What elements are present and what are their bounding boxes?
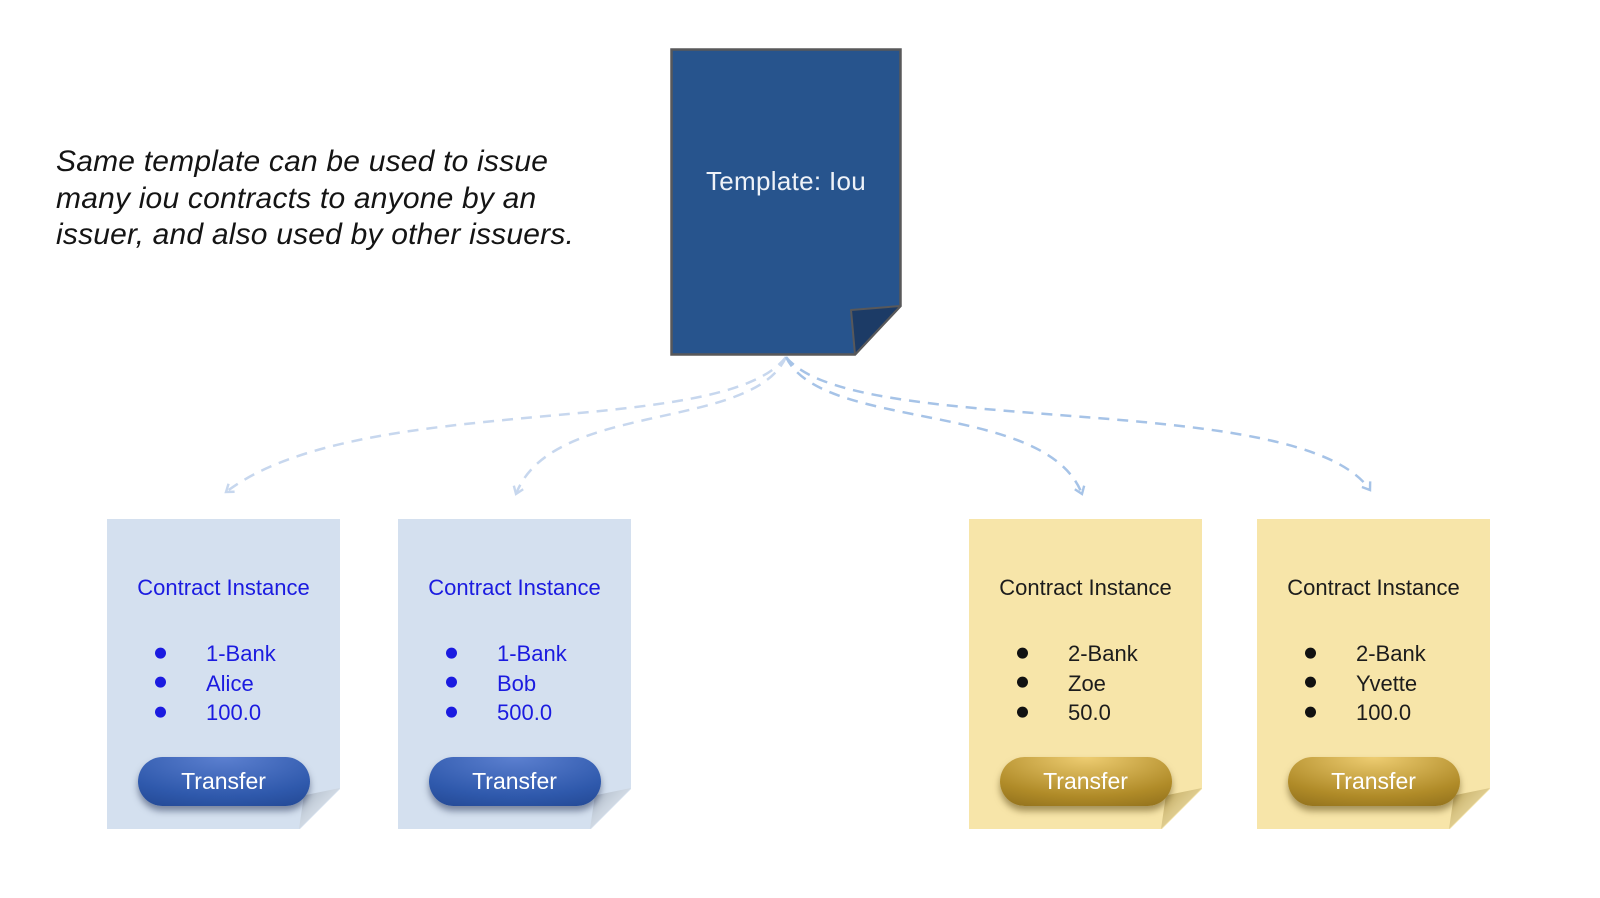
- list-item: 500.0: [398, 698, 631, 728]
- list-item: 2-Bank: [1257, 639, 1490, 669]
- list-item: 100.0: [107, 698, 340, 728]
- bullet-icon: [1017, 706, 1028, 718]
- folded-corner: [850, 305, 902, 356]
- transfer-button[interactable]: Transfer: [1287, 757, 1460, 806]
- list-item: Alice: [107, 669, 340, 699]
- arrow-to-instance-2: [512, 356, 788, 496]
- card-field-list: 1-Bank Bob 500.0: [398, 639, 631, 728]
- arrow-to-instance-3: [784, 356, 1086, 496]
- bullet-icon: [1305, 647, 1316, 659]
- card-field-list: 2-Bank Zoe 50.0: [969, 639, 1202, 728]
- bullet-icon: [446, 647, 457, 659]
- annotation-line: issuer, and also used by other issuers.: [56, 218, 575, 251]
- list-item: 1-Bank: [107, 639, 340, 669]
- document-shape: [670, 48, 902, 356]
- annotation-line: Same template can be used to issue: [56, 145, 549, 178]
- arrow-to-instance-1: [224, 356, 787, 494]
- bullet-icon: [155, 706, 166, 718]
- card-field-list: 1-Bank Alice 100.0: [107, 639, 340, 728]
- bullet-icon: [1305, 706, 1316, 718]
- arrow-to-instance-4: [785, 356, 1372, 492]
- card-field-list: 2-Bank Yvette 100.0: [1257, 639, 1490, 728]
- card-title: Contract Instance: [137, 575, 310, 600]
- contract-instance-card-1: Contract Instance 1-Bank Alice 100.0 Tra…: [107, 519, 340, 829]
- list-item: Bob: [398, 669, 631, 699]
- bullet-icon: [1017, 647, 1028, 659]
- bullet-icon: [1017, 676, 1028, 688]
- list-item: 2-Bank: [969, 639, 1202, 669]
- list-item: 100.0: [1257, 698, 1490, 728]
- bullet-icon: [155, 676, 166, 688]
- list-item: 1-Bank: [398, 639, 631, 669]
- list-item: Zoe: [969, 669, 1202, 699]
- bullet-icon: [1305, 676, 1316, 688]
- annotation-text: Same template can be used to issue many …: [56, 144, 616, 254]
- contract-instance-card-4: Contract Instance 2-Bank Yvette 100.0 Tr…: [1257, 519, 1490, 829]
- template-document: Template: Iou: [670, 48, 902, 356]
- card-title: Contract Instance: [999, 575, 1172, 600]
- contract-instance-card-3: Contract Instance 2-Bank Zoe 50.0 Transf…: [969, 519, 1202, 829]
- bullet-icon: [155, 647, 166, 659]
- card-title: Contract Instance: [1287, 575, 1460, 600]
- bullet-icon: [446, 676, 457, 688]
- contract-instance-card-2: Contract Instance 1-Bank Bob 500.0 Trans…: [398, 519, 631, 829]
- transfer-button[interactable]: Transfer: [999, 757, 1172, 806]
- transfer-button[interactable]: Transfer: [137, 757, 310, 806]
- template-label: Template: Iou: [706, 166, 866, 196]
- list-item: Yvette: [1257, 669, 1490, 699]
- transfer-button[interactable]: Transfer: [428, 757, 601, 806]
- annotation-line: many iou contracts to anyone by an: [56, 181, 537, 215]
- bullet-icon: [446, 706, 457, 718]
- card-title: Contract Instance: [428, 575, 601, 600]
- list-item: 50.0: [969, 698, 1202, 728]
